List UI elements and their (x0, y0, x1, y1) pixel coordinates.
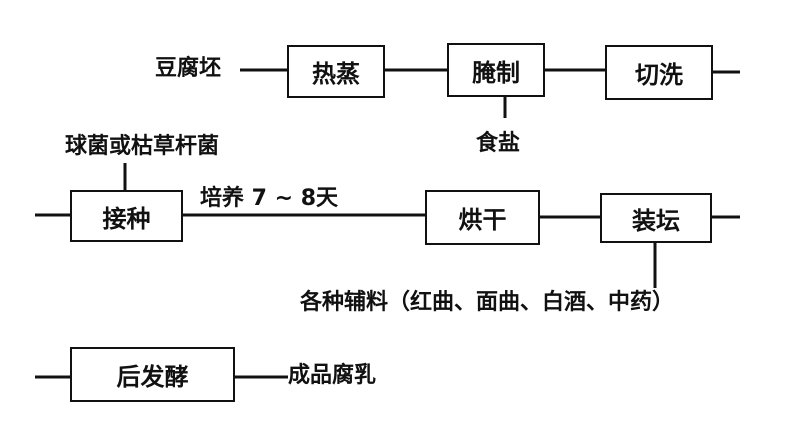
input-bacteria: 球菌或枯草杆菌 (65, 134, 220, 159)
additive-salt: 食盐 (476, 131, 521, 156)
step-cut-wash: 切洗 (605, 45, 713, 100)
step-salting: 腌制 (447, 43, 545, 97)
step-inoculate: 接种 (70, 190, 183, 242)
step-post-fermentation: 后发酵 (70, 347, 235, 402)
culture-label: 培养 7 ~ 8天 (200, 186, 339, 211)
step-steam: 热蒸 (287, 45, 385, 98)
input-tofu-blank: 豆腐坯 (155, 56, 222, 81)
output-fermented-tofu: 成品腐乳 (288, 363, 377, 388)
step-dry: 烘干 (425, 190, 540, 245)
additive-ingredients: 各种辅料（红曲、面曲、白酒、中药） (300, 290, 675, 315)
step-jar: 装坛 (600, 193, 712, 243)
